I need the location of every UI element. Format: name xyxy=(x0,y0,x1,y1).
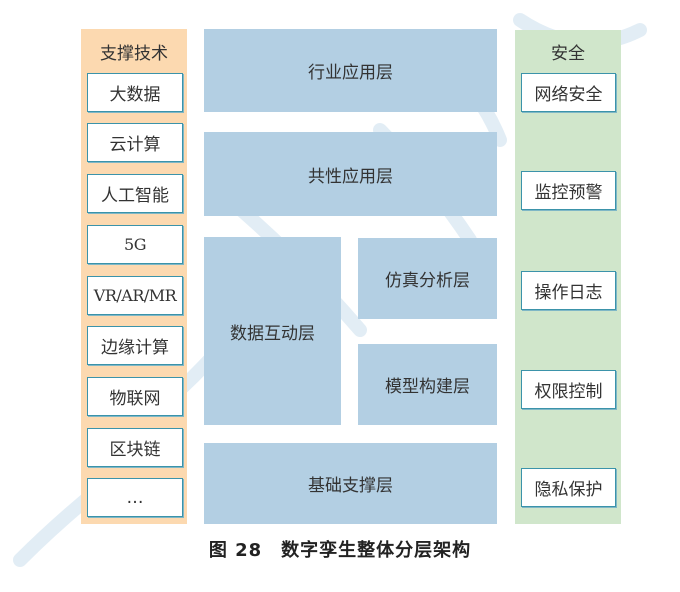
layer-common-application: 共性应用层 xyxy=(204,132,497,216)
support-tech-title: 支撑技术 xyxy=(100,44,168,64)
tech-item-edge: 边缘计算 xyxy=(87,326,183,365)
tech-item-big-data: 大数据 xyxy=(87,73,183,112)
security-item-network: 网络安全 xyxy=(521,73,616,112)
security-item-monitoring: 监控预警 xyxy=(521,171,616,210)
layer-model-building: 模型构建层 xyxy=(358,344,497,425)
layer-simulation-analysis: 仿真分析层 xyxy=(358,238,497,319)
tech-item-iot: 物联网 xyxy=(87,377,183,416)
tech-item-cloud: 云计算 xyxy=(87,123,183,162)
tech-item-more: … xyxy=(87,478,183,517)
tech-item-blockchain: 区块链 xyxy=(87,428,183,467)
layer-industry-application: 行业应用层 xyxy=(204,29,497,112)
tech-item-vr-ar-mr: VR/AR/MR xyxy=(87,276,183,315)
security-item-operation-log: 操作日志 xyxy=(521,271,616,310)
tech-item-5g: 5G xyxy=(87,225,183,264)
security-title: 安全 xyxy=(551,44,585,64)
security-panel: 安全 网络安全 监控预警 操作日志 权限控制 隐私保护 xyxy=(515,30,621,524)
layer-data-interaction: 数据互动层 xyxy=(204,237,341,425)
security-item-privacy: 隐私保护 xyxy=(521,468,616,507)
layer-foundation-support: 基础支撑层 xyxy=(204,443,497,524)
security-item-access-control: 权限控制 xyxy=(521,370,616,409)
support-tech-panel: 支撑技术 大数据 云计算 人工智能 5G VR/AR/MR 边缘计算 物联网 区… xyxy=(81,29,187,524)
tech-item-ai: 人工智能 xyxy=(87,174,183,213)
figure-caption: 图 28 数字孪生整体分层架构 xyxy=(208,540,472,561)
